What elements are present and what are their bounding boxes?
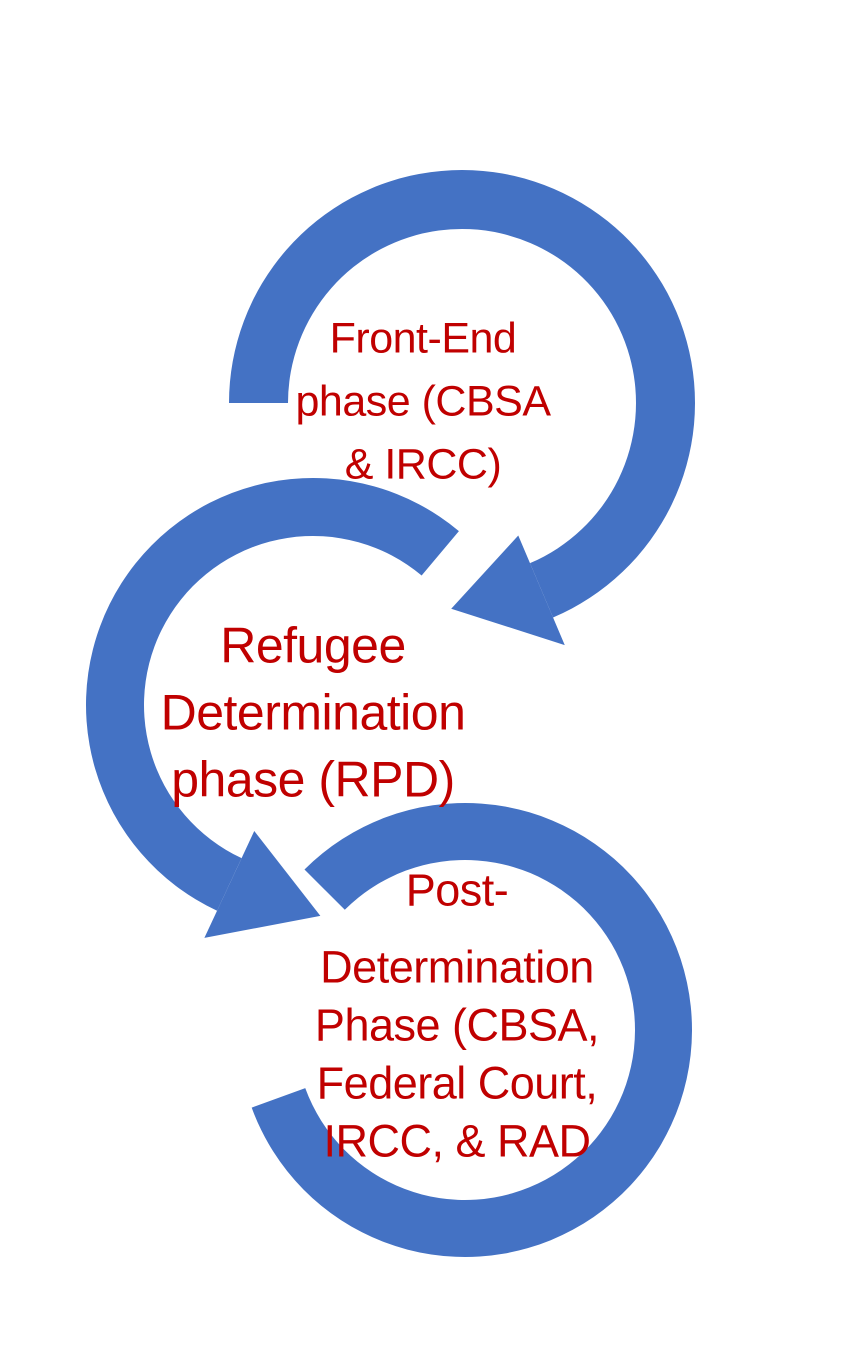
refugee-determination-arrowhead (204, 830, 321, 938)
refugee-determination-arrow-ring (85, 477, 459, 911)
post-determination-phase-label: Post- Determination Phase (CBSA, Federal… (314, 862, 600, 1171)
phase-label-line: Determination (320, 941, 594, 993)
phase-label-line: Determination (160, 684, 466, 741)
phase-label-line: Federal Court, (316, 1057, 598, 1109)
front-end-phase-label: Front-End phase (CBSA & IRCC) (295, 308, 551, 497)
phase-label-line: Post- (405, 864, 509, 916)
phase-label-line: Phase (CBSA, (314, 999, 600, 1051)
phase-label-line: IRCC, & RAD (323, 1115, 591, 1167)
phase-label-line: phase (CBSA (295, 377, 551, 426)
phase-label-line: & IRCC) (344, 440, 502, 489)
phase-label-line: Front-End (329, 314, 517, 363)
front-end-arrowhead (451, 535, 565, 646)
phase-label-line: Refugee (220, 617, 406, 674)
refugee-determination-phase-label: Refugee Determination phase (RPD) (161, 613, 466, 814)
phase-label-line: phase (RPD) (171, 751, 455, 808)
